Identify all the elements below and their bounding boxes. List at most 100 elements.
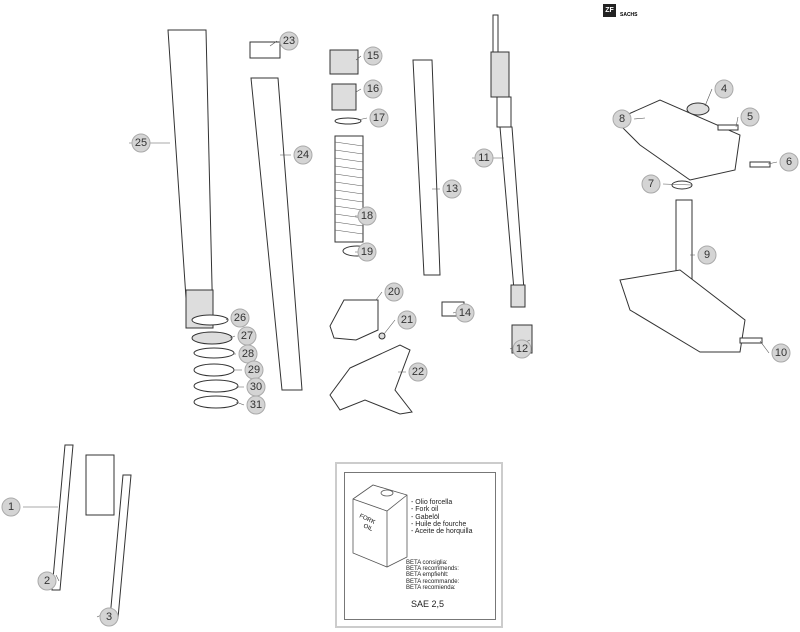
svg-text:10: 10 bbox=[775, 347, 787, 359]
svg-text:15: 15 bbox=[367, 50, 379, 62]
part-inner-tube bbox=[250, 77, 303, 391]
svg-text:17: 17 bbox=[373, 112, 385, 124]
svg-text:8: 8 bbox=[619, 113, 625, 125]
svg-text:4: 4 bbox=[721, 83, 727, 95]
callout-29: 29 bbox=[244, 360, 264, 380]
callout-28: 28 bbox=[238, 344, 258, 364]
callout-21: 21 bbox=[397, 310, 417, 330]
part-27 bbox=[191, 331, 233, 345]
callout-27: 27 bbox=[237, 326, 257, 346]
zf-logo: ZF bbox=[603, 4, 616, 17]
svg-text:26: 26 bbox=[234, 312, 246, 324]
part-caliper-foot-22 bbox=[329, 344, 413, 415]
svg-text:13: 13 bbox=[446, 183, 458, 195]
svg-text:OIL: OIL bbox=[362, 523, 374, 533]
part-outer-tube bbox=[167, 29, 214, 329]
part-cap-15 bbox=[329, 49, 359, 75]
callout-22: 22 bbox=[408, 362, 428, 382]
part-30 bbox=[193, 379, 239, 393]
oil-name: - Olio forcella bbox=[411, 499, 453, 506]
oil-can-icon: FORK OIL bbox=[352, 484, 408, 568]
callout-11: 11 bbox=[474, 148, 494, 168]
svg-text:12: 12 bbox=[516, 343, 528, 355]
svg-text:16: 16 bbox=[367, 83, 379, 95]
callout-12: 12 bbox=[512, 339, 532, 359]
svg-text:18: 18 bbox=[361, 210, 373, 222]
svg-text:7: 7 bbox=[648, 178, 654, 190]
callout-20: 20 bbox=[384, 282, 404, 302]
part-bolt-6 bbox=[749, 161, 771, 168]
oil-name: - Aceite de horquilla bbox=[411, 528, 473, 536]
svg-text:2: 2 bbox=[44, 575, 50, 587]
callout-17: 17 bbox=[369, 108, 389, 128]
callout-6: 6 bbox=[779, 152, 799, 172]
recommend-line: BETA recomienda: bbox=[406, 584, 456, 591]
svg-text:3: 3 bbox=[106, 611, 112, 623]
part-lower-clamp-9 bbox=[619, 199, 746, 353]
svg-text:30: 30 bbox=[250, 381, 262, 393]
part-upper-clamp-8 bbox=[614, 99, 741, 181]
part-bolt-5 bbox=[717, 124, 739, 131]
oil-grade: SAE 2,5 bbox=[411, 599, 445, 609]
callout-30: 30 bbox=[246, 377, 266, 397]
svg-text:24: 24 bbox=[297, 149, 309, 161]
svg-text:25: 25 bbox=[135, 137, 147, 149]
callout-2: 2 bbox=[37, 571, 57, 591]
recommend-line: BETA recommande: bbox=[406, 578, 460, 585]
part-tube-13 bbox=[412, 59, 441, 276]
oil-recommendation: BETA consiglia: BETA recommends: BETA em… bbox=[406, 560, 459, 591]
oil-name: - Huile de fourche bbox=[411, 520, 467, 528]
callout-31: 31 bbox=[246, 395, 266, 415]
svg-text:21: 21 bbox=[401, 314, 413, 326]
svg-text:31: 31 bbox=[250, 399, 262, 411]
svg-text:27: 27 bbox=[241, 330, 253, 342]
callout-1: 1 bbox=[1, 497, 21, 517]
part-nut-16 bbox=[331, 83, 357, 111]
svg-text:5: 5 bbox=[747, 111, 753, 123]
zf-sachs-logo: ZF SACHS bbox=[603, 4, 638, 22]
callout-16: 16 bbox=[363, 79, 383, 99]
callout-25: 25 bbox=[131, 133, 151, 153]
callout-13: 13 bbox=[442, 179, 462, 199]
svg-text:28: 28 bbox=[242, 348, 254, 360]
callout-19: 19 bbox=[357, 242, 377, 262]
svg-text:6: 6 bbox=[786, 156, 792, 168]
sachs-logo: SACHS bbox=[620, 12, 638, 18]
recommend-line: BETA recommends: bbox=[406, 566, 459, 573]
callout-14: 14 bbox=[455, 303, 475, 323]
part-spring-18 bbox=[334, 135, 364, 243]
callout-3: 3 bbox=[99, 607, 119, 627]
oil-name: - Gabelöl bbox=[411, 513, 440, 521]
svg-text:1: 1 bbox=[8, 501, 14, 513]
callout-10: 10 bbox=[771, 343, 791, 363]
callout-24: 24 bbox=[293, 145, 313, 165]
oil-names: - Olio forcella - Fork oil - Gabelöl - H… bbox=[411, 499, 472, 535]
callout-15: 15 bbox=[363, 46, 383, 66]
callout-18: 18 bbox=[357, 206, 377, 226]
part-ring-17 bbox=[334, 117, 362, 125]
svg-text:19: 19 bbox=[361, 246, 373, 258]
fork-oil-box: FORK OIL - Olio forcella - Fork oil - Ga… bbox=[335, 462, 503, 628]
callout-4: 4 bbox=[714, 79, 734, 99]
part-bushing-23 bbox=[249, 41, 281, 59]
part-screw-21 bbox=[378, 332, 386, 340]
callout-5: 5 bbox=[740, 107, 760, 127]
svg-text:20: 20 bbox=[388, 286, 400, 298]
part-axle-foot-20 bbox=[329, 299, 379, 341]
part-cartridge-11 bbox=[490, 14, 526, 308]
part-28 bbox=[193, 347, 235, 359]
part-29 bbox=[193, 363, 235, 377]
callout-23: 23 bbox=[279, 31, 299, 51]
oil-name: - Fork oil bbox=[411, 506, 439, 514]
callout-9: 9 bbox=[697, 245, 717, 265]
callout-26: 26 bbox=[230, 308, 250, 328]
recommend-line: BETA empfiehlt: bbox=[406, 572, 449, 579]
svg-text:23: 23 bbox=[283, 35, 295, 47]
recommend-line: BETA consiglia: bbox=[406, 560, 448, 566]
part-26 bbox=[191, 314, 229, 326]
callout-8: 8 bbox=[612, 109, 632, 129]
svg-text:14: 14 bbox=[459, 307, 471, 319]
svg-text:9: 9 bbox=[704, 249, 710, 261]
part-cap-4 bbox=[686, 102, 710, 116]
